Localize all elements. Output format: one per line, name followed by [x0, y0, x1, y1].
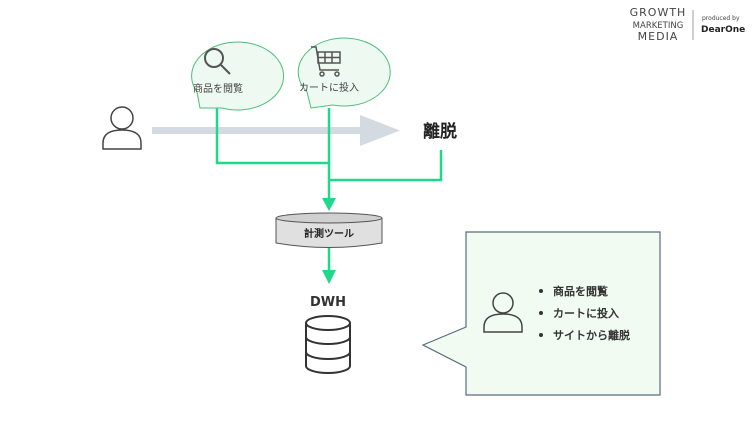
logo-line1: GROWTH: [630, 6, 687, 19]
bubble-label: 商品を閲覧: [193, 82, 243, 95]
database-icon: [305, 315, 351, 374]
list-item: カートに投入: [553, 306, 619, 320]
arrow-head: [322, 198, 336, 211]
cart-icon: [311, 46, 341, 77]
data-flow-lines: [215, 107, 443, 272]
user-icon: [483, 292, 523, 333]
flow-arrow: [152, 115, 400, 146]
exit-label: 離脱: [423, 121, 457, 142]
callout-list: 商品を閲覧 カートに投入 サイトから離脱: [539, 284, 630, 342]
bubble-label: カートに投入: [299, 81, 359, 94]
callout: 商品を閲覧 カートに投入 サイトから離脱: [421, 231, 661, 396]
bubble-browse: 商品を閲覧: [191, 41, 285, 111]
logo-line3: MEDIA: [638, 30, 679, 43]
logo-produced-by: produced by: [702, 15, 740, 22]
list-item: 商品を閲覧: [553, 284, 608, 298]
list-item: サイトから離脱: [553, 328, 630, 342]
logo: GROWTH MARKETING MEDIA produced by DearO…: [630, 6, 746, 43]
user-icon: [102, 106, 142, 150]
logo-brand: DearOne: [701, 25, 745, 35]
bubble-cart: カートに投入: [297, 37, 391, 109]
arrow-head: [322, 270, 336, 284]
measurement-tool: 計測ツール: [275, 212, 383, 248]
search-icon: [204, 48, 231, 75]
dwh-label: DWH: [310, 295, 346, 310]
logo-line2: MARKETING: [633, 21, 684, 31]
tool-label: 計測ツール: [304, 227, 354, 240]
